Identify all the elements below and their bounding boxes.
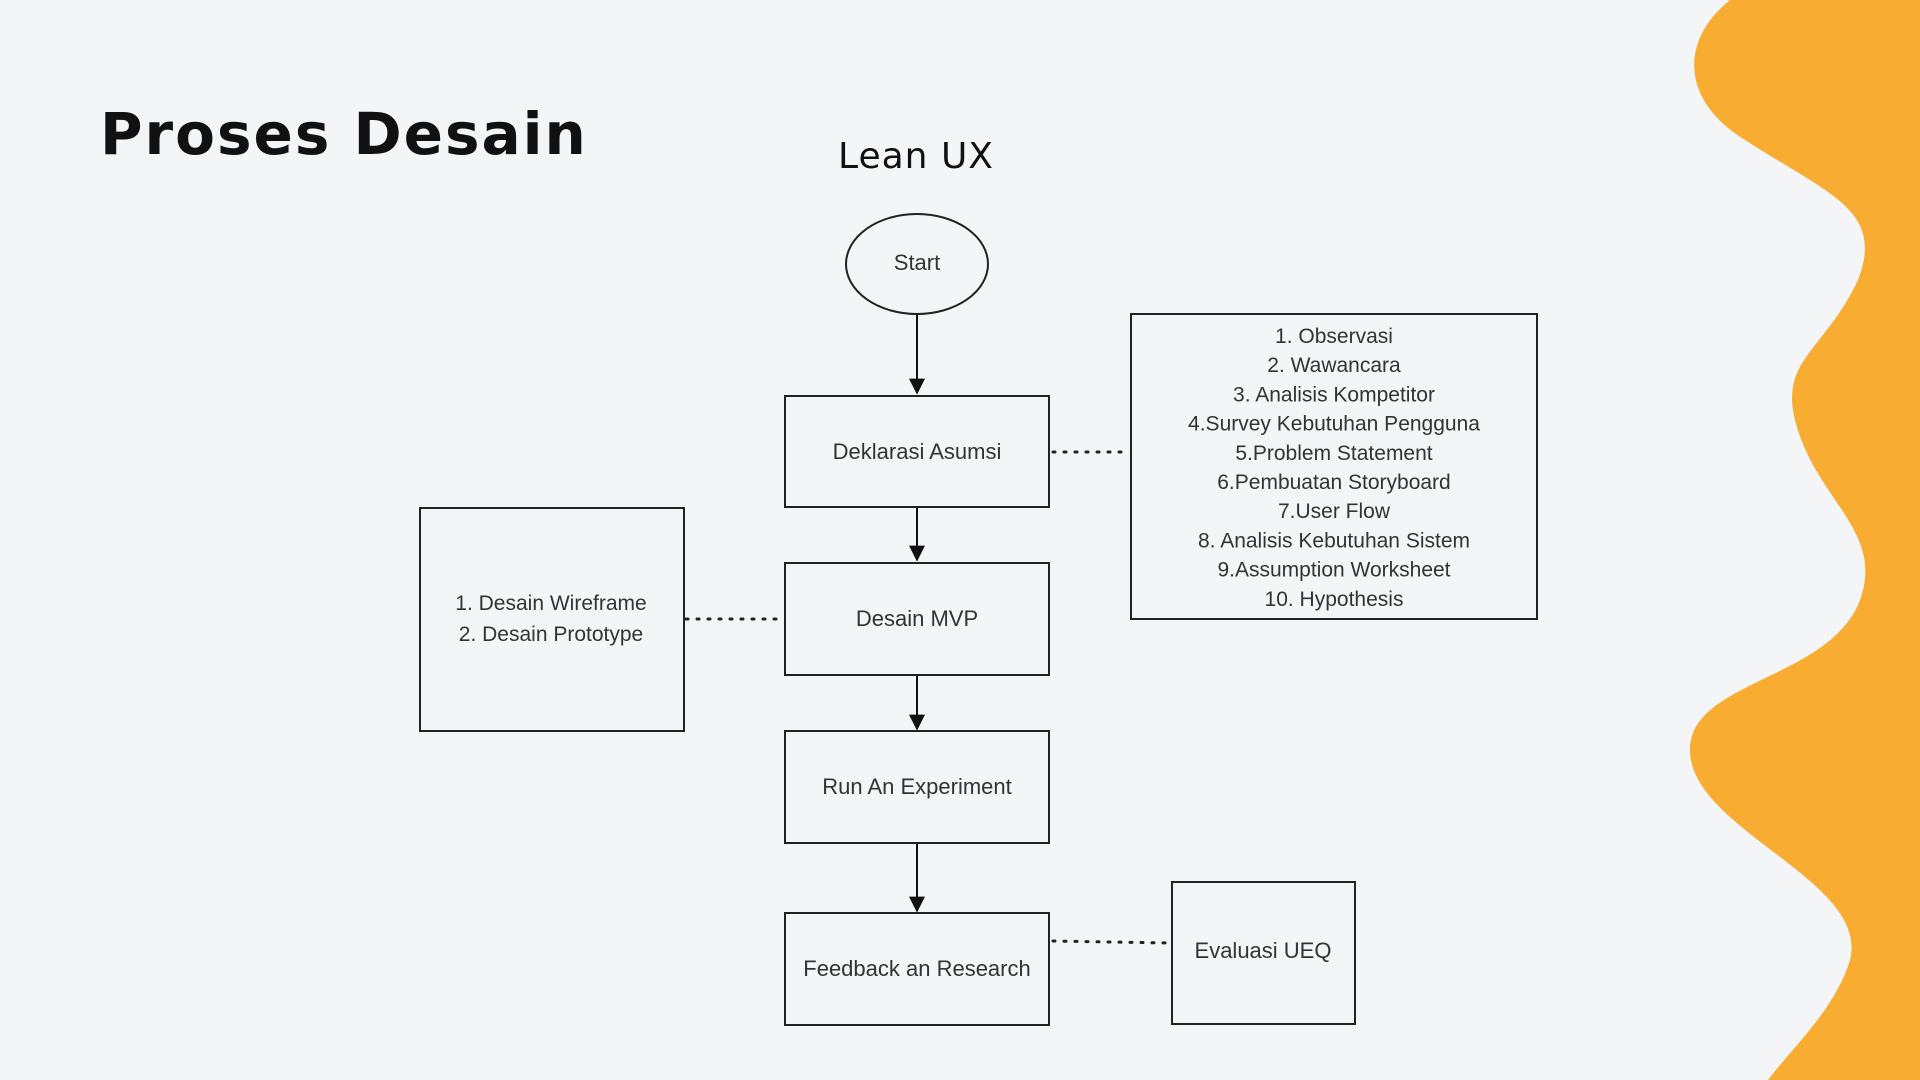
assumption-task-item: 6.Pembuatan Storyboard	[1217, 471, 1450, 494]
assumption-task-item: 7.User Flow	[1278, 500, 1391, 523]
step-label-deklarasi-asumsi: Deklarasi Asumsi	[833, 439, 1002, 464]
start-node	[845, 213, 989, 315]
slide-title: Proses Desain	[100, 100, 588, 168]
evaluation-label: Evaluasi UEQ	[1195, 938, 1332, 963]
mvp-tasks-list: 1. Desain Wireframe 2. Desain Prototype	[455, 592, 646, 646]
assumption-task-item: 1. Observasi	[1275, 325, 1393, 348]
assumption-tasks-list: 1. Observasi 2. Wawancara 3. Analisis Komp…	[1188, 325, 1480, 611]
mvp-tasks-box	[419, 507, 685, 732]
mvp-task-item: 1. Desain Wireframe	[455, 592, 646, 615]
step-label-desain-mvp: Desain MVP	[856, 606, 978, 631]
evaluation-box	[1171, 881, 1356, 1025]
assumption-task-item: 8. Analisis Kebutuhan Sistem	[1198, 529, 1470, 552]
step-box-run-experiment	[784, 730, 1050, 844]
assumption-task-item: 2. Wawancara	[1267, 354, 1401, 377]
step-box-desain-mvp	[784, 562, 1050, 676]
step-label-feedback-research: Feedback an Research	[803, 956, 1030, 981]
dotted-connector-evaluation	[1051, 939, 1171, 945]
step-box-feedback-research	[784, 912, 1050, 1026]
assumption-task-item: 4.Survey Kebutuhan Pengguna	[1188, 413, 1480, 436]
assumption-task-item: 3. Analisis Kompetitor	[1233, 383, 1435, 406]
start-label: Start	[894, 250, 940, 275]
assumption-task-item: 9.Assumption Worksheet	[1217, 559, 1450, 582]
assumption-task-item: 5.Problem Statement	[1235, 442, 1432, 465]
step-box-deklarasi-asumsi	[784, 395, 1050, 508]
mvp-task-item: 2. Desain Prototype	[459, 623, 643, 646]
step-label-run-experiment: Run An Experiment	[822, 774, 1012, 799]
diagram-title: Lean UX	[838, 136, 994, 177]
assumption-tasks-box	[1130, 313, 1538, 620]
assumption-task-item: 10. Hypothesis	[1265, 588, 1404, 611]
